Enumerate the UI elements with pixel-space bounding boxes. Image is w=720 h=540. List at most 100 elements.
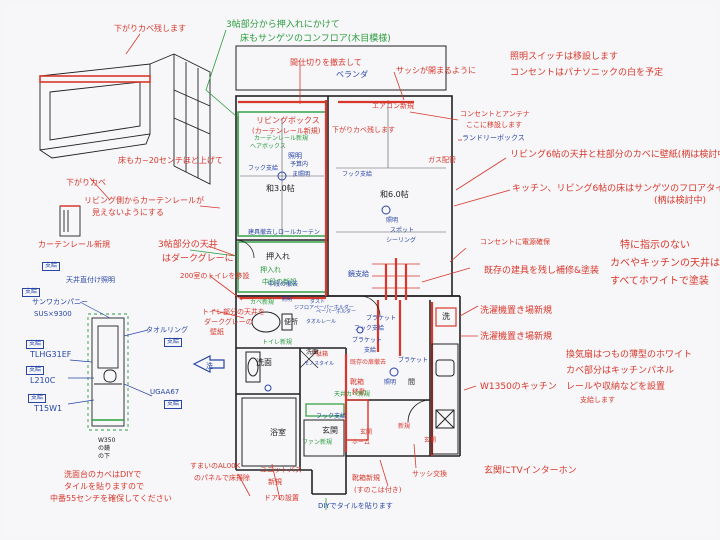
label-kitchen-w1350: W1350のキッチン [480,382,557,392]
label-hook-3: フック支給 [354,325,385,332]
label-hook-4: フック支給 [316,413,347,420]
label-washer-new-2: 洗濯機置き場新規 [480,332,553,342]
label-green-fan: ファン新規 [302,439,333,446]
toilet [251,311,293,333]
label-yokushitsu: 浴室 [270,428,286,437]
label-bracket-1: ブラケット [352,337,383,344]
label-paper-holder-1: ジフロアペーパーホルダー [294,305,354,311]
paper [6,6,714,536]
label-partition: 間仕切りを撤去して [290,58,362,67]
washer-place [435,307,457,327]
label-door-repair: 既存の建具を残し補修&塗装 [484,266,600,276]
label-roll-curtain: 建具撤去しロールカーテン [248,229,320,236]
label-green-wall: カベ新規 [250,299,275,306]
label-supply-2: 支給 [164,400,183,409]
label-mirror: の鏡 [98,445,111,452]
label-l210c: L210C [30,376,56,385]
label-green-floor-1: 3帖部分から押入れにかけて [226,20,340,30]
label-floor-raise: 床もカ~20センチほど上げて [118,156,223,165]
bathroom-detail-sketch [87,313,129,431]
label-sunoko: (すのこは付き) [354,486,402,494]
red-hatch [372,263,420,289]
balcony-sketch [39,53,211,185]
curtain-rail-sketch [59,205,81,237]
label-green-curtain: カーテンレール新規 [254,135,309,142]
label-senmen-2: 洗面 [306,349,319,356]
red-leader-lines [89,33,511,501]
label-toilet-ceiling-3: 壁紙 [210,328,224,336]
door-swings [235,239,431,423]
label-hook-1: フック支給 [248,165,279,172]
green-leader-lines [189,29,327,510]
label-kutsubako: 靴箱 [350,378,364,386]
washbasin [245,351,261,383]
label-toilet-ceiling-2: ダークグレーの [204,318,253,326]
label-genkan-small: 玄関 [424,437,437,444]
label-green-ceiling: 天井カベ新規 [334,391,371,398]
label-switch-move: 照明スイッチは移設します [510,52,619,62]
label-alook: すまいのAL00K [190,462,241,470]
label-sagari-kabe-3: 下がりカベ残します [332,126,395,134]
label-budget: 予算内 [290,161,309,168]
label-sus: SUS×9300 [34,310,72,318]
label-tlhg31ef: TLHG31EF [30,350,72,359]
label-light-1: 照明 [288,152,302,160]
label-fan-white: 換気扇はつもの薄型のホワイト [566,350,693,360]
label-white-paint-2: カベやキッチンの天井は [610,258,720,269]
label-benjo: 便所 [284,318,298,326]
entrance-area [303,399,369,457]
label-ceiling-3jo-2: はダークグレーに [162,254,234,264]
label-towel-ring: タオルリング [146,326,188,334]
label-sash-change: サッシ交換 [412,470,447,478]
label-move: 移動 [352,388,366,396]
label-supply-5: 支給 [28,394,47,403]
label-diy-tile: DIYでタイルを貼ります [318,502,393,510]
label-light-4: 照明 [384,379,397,386]
label-ceiling-light: シーリング [386,237,417,244]
label-outlet-antenna-2: ここに移設します [466,121,522,129]
label-outlet-antenna: コンセントとアンテナ [460,110,530,118]
label-kitchen-panel: カベ部分はキッチンパネル [566,366,675,376]
label-tv-intercom: 玄関にTVインターホン [484,466,577,476]
label-washbasin-diy-1: 洗面台のカベはDIYで [64,470,142,479]
label-washbasin-diy-3: 中番55センチを確保してください [50,494,172,503]
label-green-floor-2: 床もサンゲツのコンフロア(木目模様) [240,34,391,44]
label-bracket-3: ブラケット [366,315,397,322]
label-paper-holder-2: ペーパーホルダー [316,309,356,315]
label-home: ホーム [352,439,370,446]
label-monostyle: モノスタイル [304,361,335,367]
tatami-3jo [240,118,324,236]
label-sanwa: サンワカンパニー [32,298,88,306]
label-oshiire: 押入れ [266,252,290,261]
label-ceiling-3jo: 3帖部分の天井 [158,240,218,250]
label-new-small: 新規 [398,423,411,430]
label-veranda: ベランダ [336,70,368,79]
label-w350: W350 [98,437,116,444]
label-light-toilet: 照明 [282,297,293,303]
label-aircon: エアコン新規 [372,102,414,110]
label-bracket-2: ブラケット [398,357,429,364]
label-shoebox: 下駄箱 [310,351,329,358]
label-curtain-hide-2: 見えないようにする [92,208,164,217]
label-green-hairbox: ヘアボックス [250,143,286,150]
label-green-closet: 押入れ [260,266,281,274]
label-outlet-white: コンセントはパナソニックの白を予定 [510,68,664,78]
label-unit-bath-new: 新規 [268,478,282,486]
label-ugaa67: UGAA67 [150,388,180,396]
washroom-arrow [192,355,225,373]
label-door-install: ドアの設置 [264,494,299,502]
label-towel-rail: タオルレール [306,319,337,325]
label-toilet-move: 200室のトイレを移設 [180,272,250,280]
label-supply-6: 支給 [22,288,41,297]
label-toilet-ceiling: トイレ部分の天井を [202,308,265,316]
label-door-remove: 既存の扉撤去 [350,359,387,366]
label-supplied: 支給します [580,396,615,404]
label-senmen: 洗面 [256,358,272,367]
label-light-2: ま照明 [292,171,311,178]
label-washer-new-1: 洗濯機置き場新規 [480,306,553,316]
label-wash-sign: 洗 [442,312,450,321]
blue-leader-lines [67,301,153,405]
label-living-box: リビングボックス [256,116,320,125]
